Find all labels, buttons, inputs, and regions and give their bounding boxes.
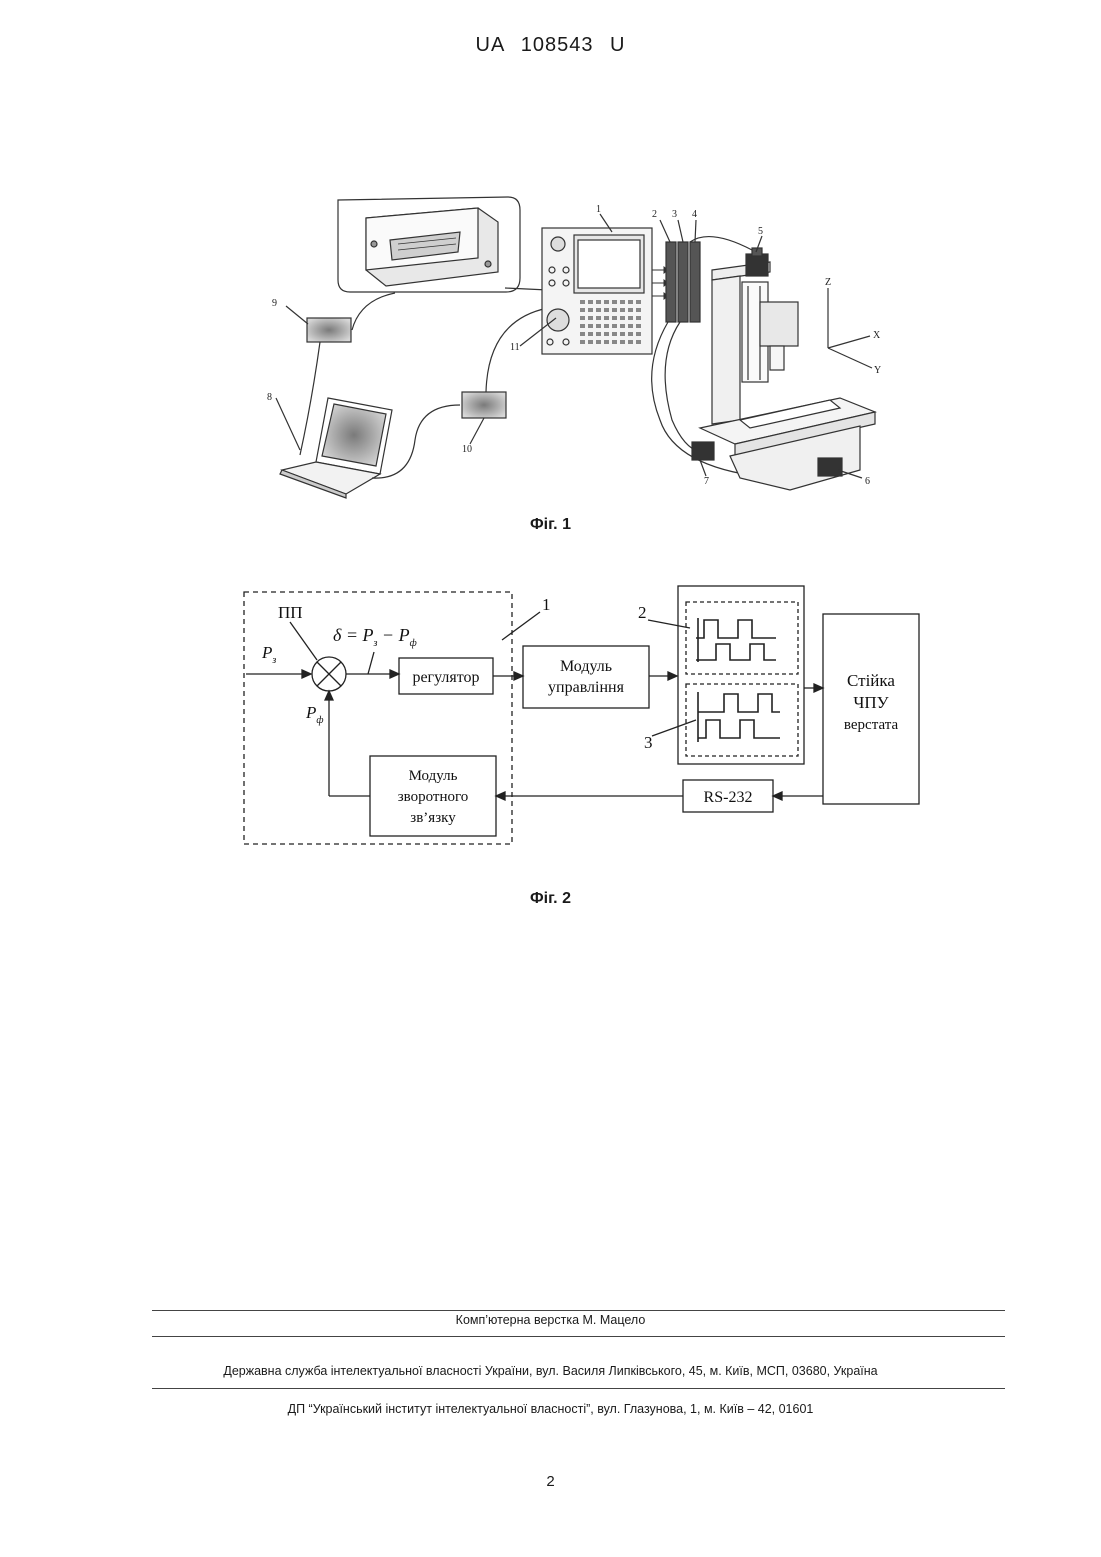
- diagram-label-3: 3: [644, 733, 653, 752]
- axis-triad: [828, 288, 872, 368]
- p-actual-label: Pф: [305, 703, 324, 726]
- axis-x-label: X: [873, 330, 881, 341]
- device-9-box: [307, 318, 351, 342]
- label-6: 6: [865, 476, 870, 487]
- feedback-line3: зв’язку: [410, 810, 456, 826]
- milling-machine: [692, 248, 875, 490]
- cnc-line2: ЧПУ: [853, 693, 889, 712]
- footer-service-address: Державна служба інтелектуальної власност…: [0, 1364, 1101, 1378]
- diagram-label-1: 1: [542, 595, 551, 614]
- document-id-header: UA 108543 U: [0, 34, 1101, 57]
- pp-label: ПП: [278, 603, 303, 622]
- control-module-line1: Модуль: [560, 658, 612, 675]
- laptop-illustration: [280, 398, 392, 498]
- device-10-box: [462, 392, 506, 418]
- rs232-label: RS-232: [704, 789, 753, 806]
- footer-institute-address: ДП “Український інститут інтелектуальної…: [0, 1402, 1101, 1416]
- cnc-control-panel: [542, 228, 652, 354]
- footer-rule-3: [152, 1388, 1005, 1389]
- footer-layout-credit: Комп’ютерна верстка М. Мацело: [0, 1313, 1101, 1327]
- label-7: 7: [704, 476, 709, 487]
- label-10: 10: [462, 444, 472, 455]
- feedback-line2: зворотного: [398, 789, 469, 805]
- label-8: 8: [267, 392, 272, 403]
- label-11: 11: [510, 342, 520, 353]
- axis-z-label: Z: [825, 277, 831, 288]
- driver-boards: [660, 220, 700, 322]
- summing-junction: [312, 657, 346, 691]
- footer-rule-2: [152, 1336, 1005, 1337]
- error-formula: δ = Pз − Pф: [333, 625, 417, 649]
- p-set-label: Pз: [261, 643, 276, 666]
- figure-2-block-diagram: ПП Pз Pф δ = Pз − Pф регулятор Модуль уп…: [0, 580, 1101, 850]
- label-2: 2: [652, 209, 657, 220]
- label-9: 9: [272, 298, 277, 309]
- figure-1-cnc-setup: 1 2 3 4 5 6 7 8 9 10 11 Z X Y: [0, 190, 1101, 510]
- diagram-label-2: 2: [638, 603, 647, 622]
- figure-2-caption: Фіг. 2: [0, 890, 1101, 908]
- label-4: 4: [692, 209, 697, 220]
- label-3: 3: [672, 209, 677, 220]
- label-1: 1: [596, 204, 601, 215]
- connector-callout: [338, 197, 548, 292]
- figure-1-caption: Фіг. 1: [0, 516, 1101, 534]
- regulator-label: регулятор: [412, 669, 479, 686]
- cnc-line3: верстата: [844, 717, 899, 733]
- footer-rule-1: [152, 1310, 1005, 1311]
- control-module-line2: управління: [548, 679, 625, 696]
- cnc-line1: Стійка: [847, 671, 895, 690]
- page-number: 2: [0, 1473, 1101, 1490]
- pulse-generator-box: [678, 586, 804, 764]
- feedback-line1: Модуль: [409, 768, 458, 784]
- control-module-box: [523, 646, 649, 708]
- axis-y-label: Y: [874, 365, 881, 376]
- label-5: 5: [758, 226, 763, 237]
